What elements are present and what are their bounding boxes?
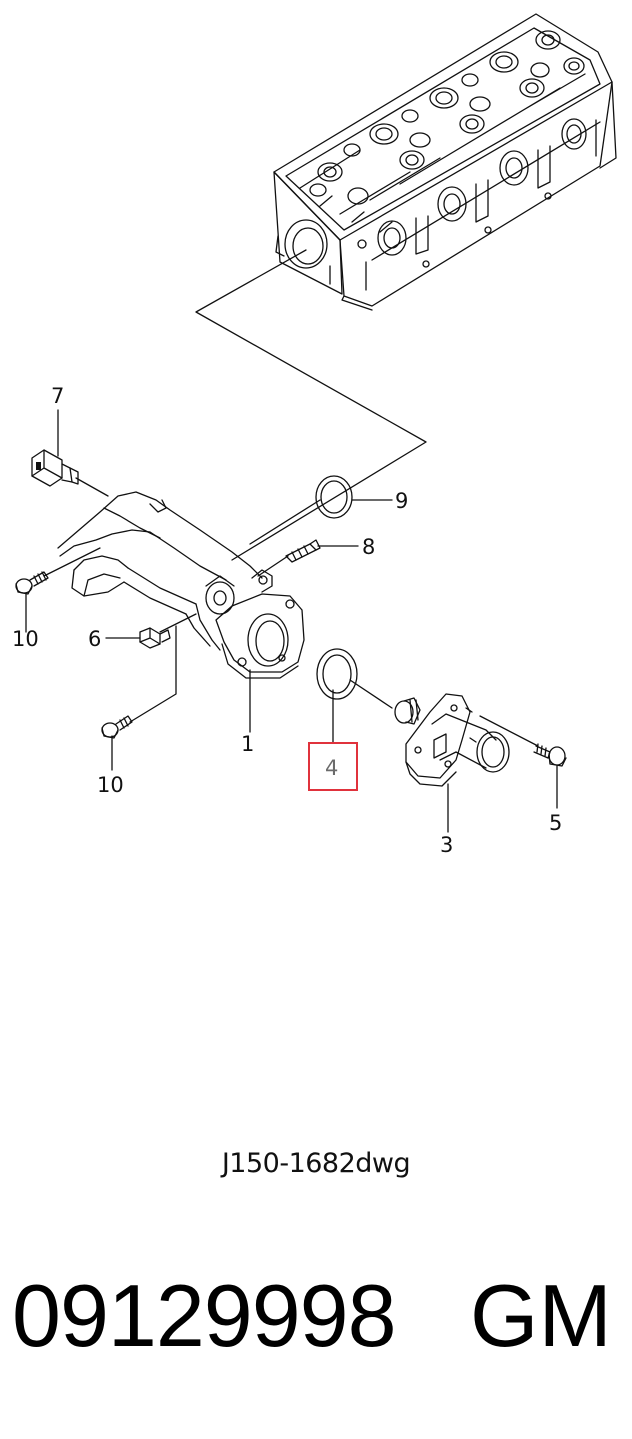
callout-4-highlighted: 4	[325, 756, 339, 780]
water-outlet-housing-drawing	[57, 491, 305, 679]
stud-8-drawing	[285, 539, 321, 563]
callout-5: 5	[549, 811, 563, 835]
temperature-sensor-drawing	[31, 449, 79, 487]
highlight-box	[308, 742, 358, 791]
callout-3: 3	[440, 833, 454, 857]
o-ring-9-drawing	[315, 475, 353, 519]
thermostat-housing-drawing	[394, 693, 510, 787]
bolt-5-drawing	[533, 743, 567, 767]
drawing-number: J150-1682dwg	[221, 1148, 411, 1179]
leader-lines	[25, 249, 558, 833]
callout-6: 6	[88, 627, 102, 651]
part-number: 09129998	[12, 1266, 397, 1365]
callout-10-bottom: 10	[97, 773, 124, 797]
bolt-10-bottom-drawing	[101, 715, 133, 739]
callout-7: 7	[51, 384, 65, 408]
callout-8: 8	[362, 535, 376, 559]
cylinder-head-drawing	[273, 13, 617, 311]
brand-name: GM	[470, 1266, 612, 1365]
callout-9: 9	[395, 489, 409, 513]
o-ring-4-drawing	[316, 648, 358, 700]
bolt-10-top-drawing	[15, 571, 49, 595]
bolt-6-drawing	[139, 627, 171, 649]
callout-10-top: 10	[12, 627, 39, 651]
callout-1: 1	[241, 732, 255, 756]
